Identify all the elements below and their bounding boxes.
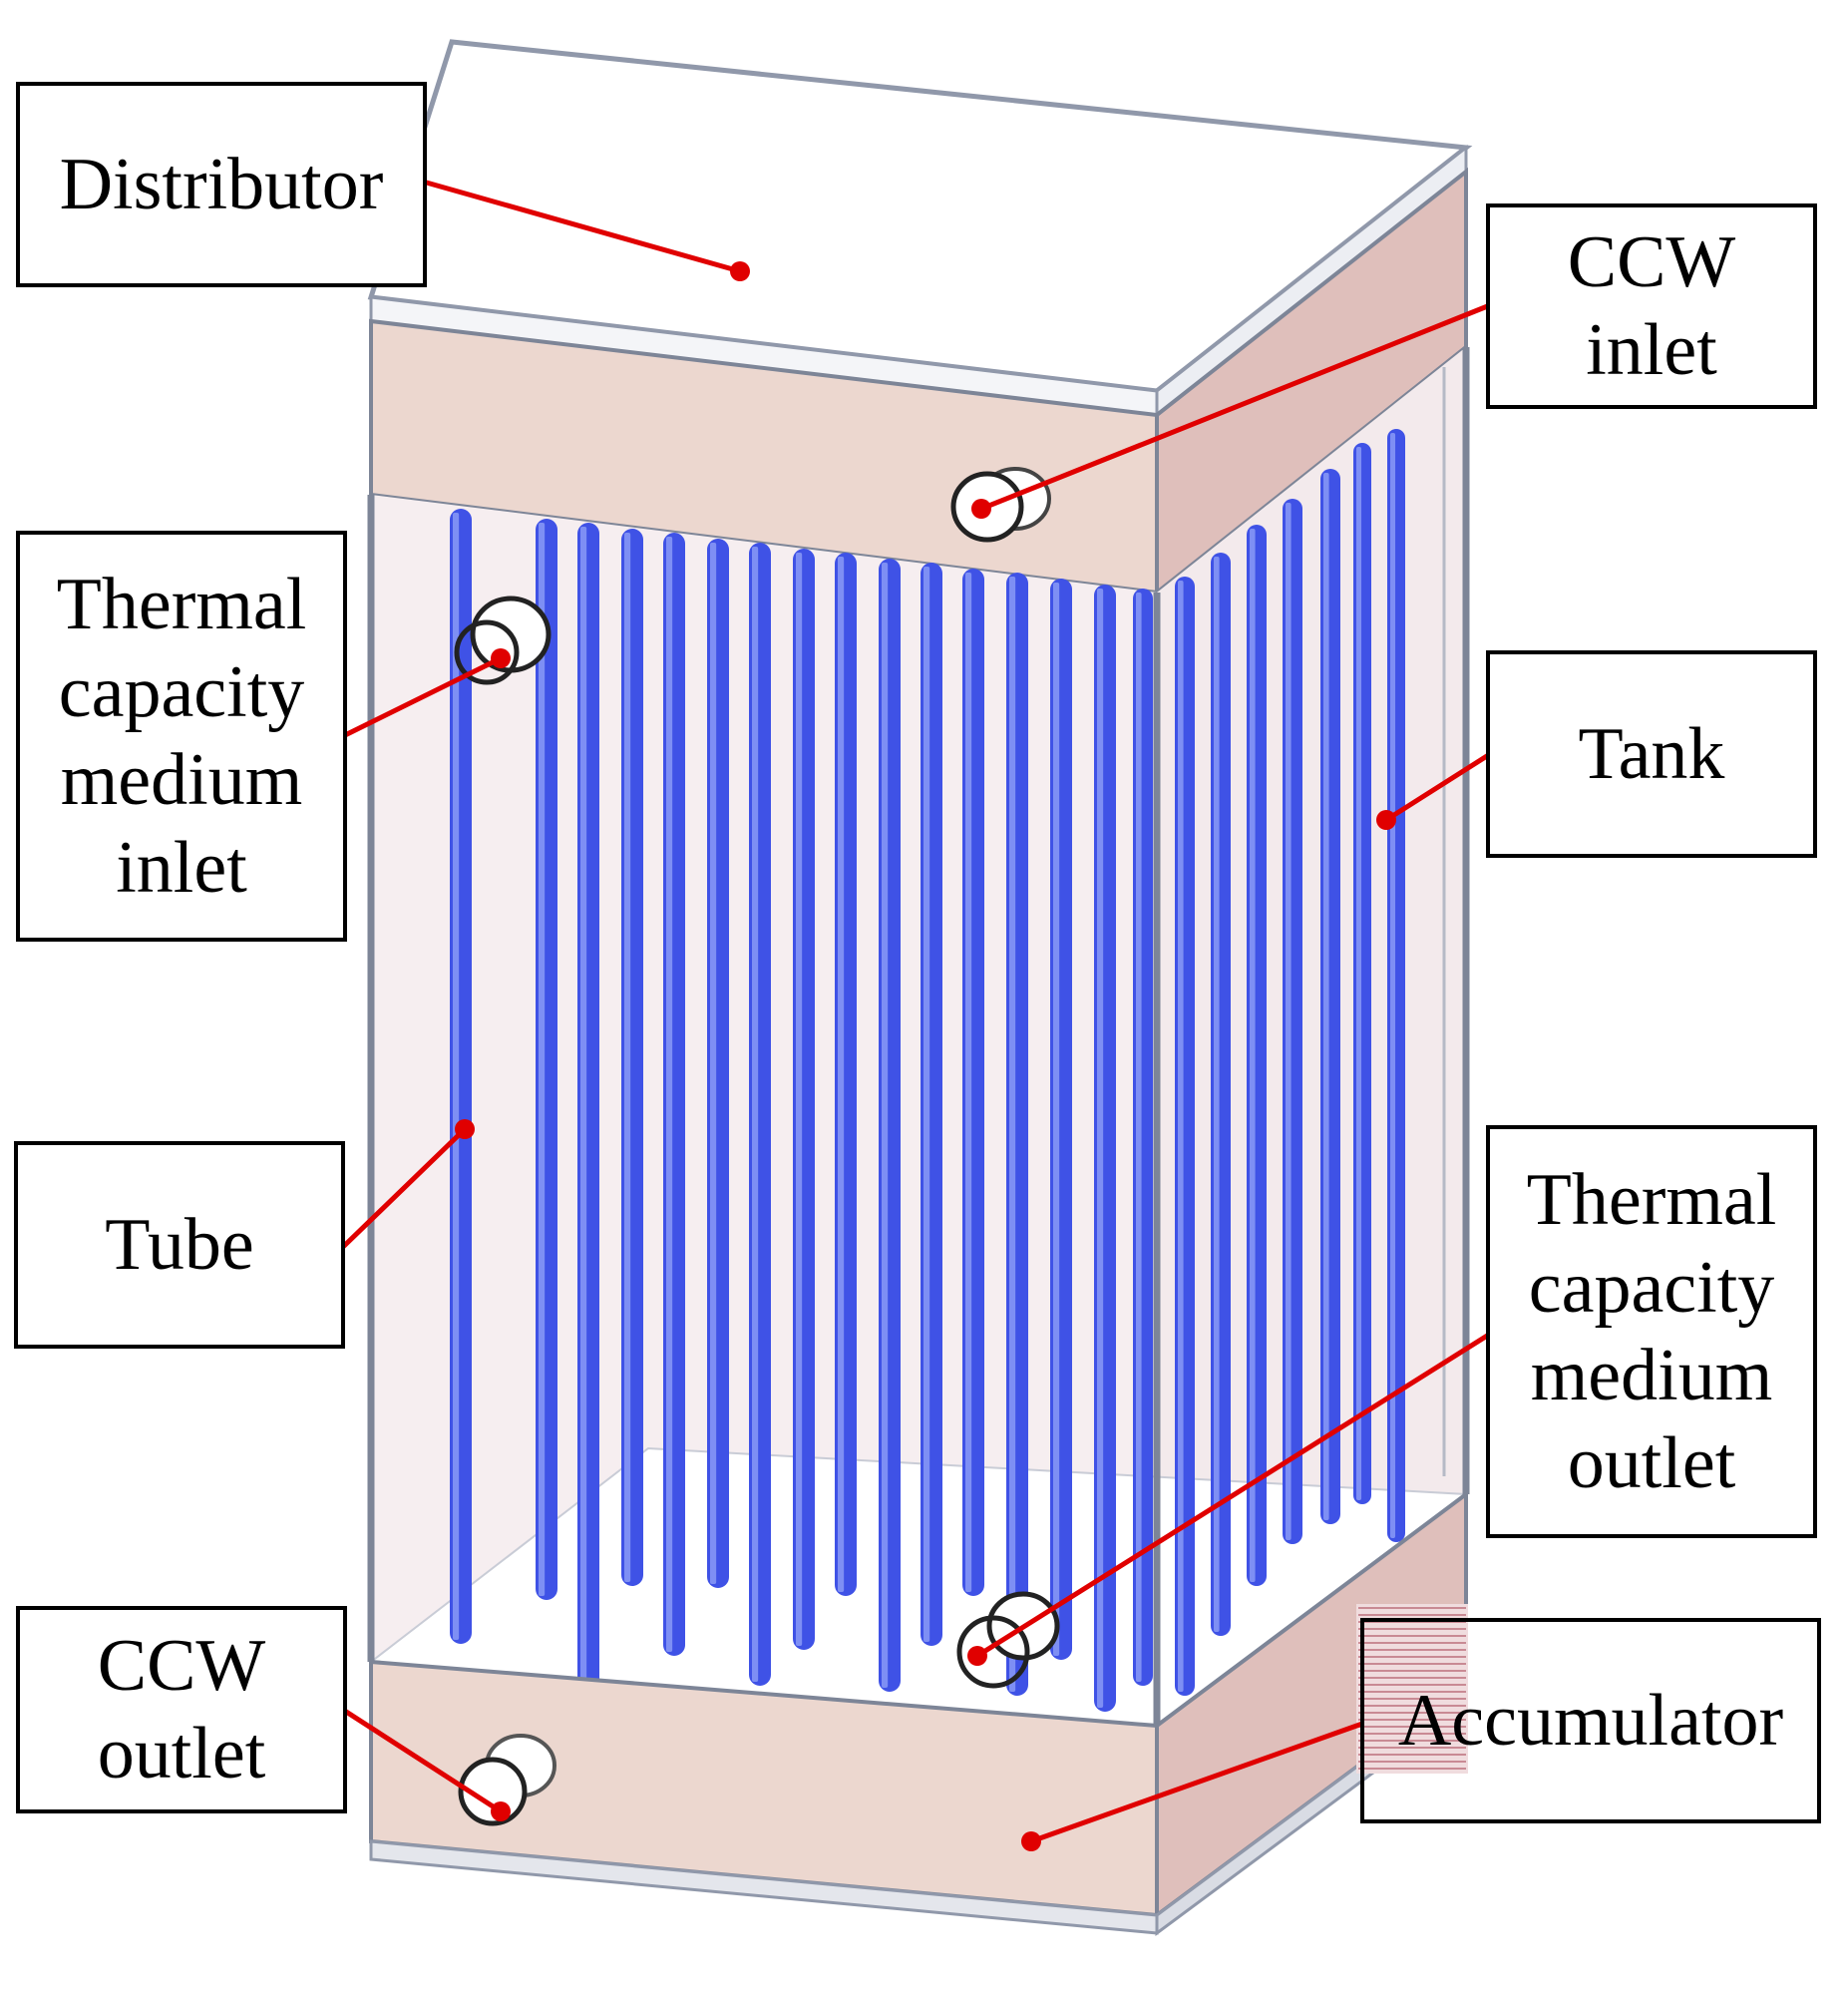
label-distributor-line-1: Distributor xyxy=(59,144,384,225)
label-accumulator-line-1: Accumulator xyxy=(1397,1680,1784,1762)
label-accumulator: Accumulator xyxy=(1360,1618,1821,1823)
tube-highlight xyxy=(1053,583,1060,1656)
tube-highlight xyxy=(796,553,803,1646)
label-ccw-outlet: CCW outlet xyxy=(16,1606,347,1813)
leader-line-ccw-outlet xyxy=(341,1707,503,1814)
tube-highlight xyxy=(1250,529,1256,1582)
label-tcm-inlet-line-2: capacity xyxy=(58,651,305,733)
label-tcm-inlet-line-3: medium xyxy=(60,739,303,821)
red-dot-marker-icon xyxy=(455,1119,475,1139)
red-dot-marker-icon xyxy=(491,648,511,668)
tube-bundle xyxy=(450,429,1405,1712)
label-ccw-outlet-line-2: outlet xyxy=(97,1713,266,1795)
label-tcm-outlet-line-1: Thermal xyxy=(1526,1159,1777,1241)
label-ccw-outlet-line-1: CCW xyxy=(97,1625,266,1707)
tube-highlight xyxy=(453,513,460,1640)
red-dot-marker-icon xyxy=(967,1646,987,1666)
label-tcm-inlet-line-1: Thermal xyxy=(56,564,307,645)
tube-highlight xyxy=(838,557,845,1592)
tube-highlight xyxy=(1009,577,1016,1692)
label-ccw-inlet-line-1: CCW xyxy=(1567,221,1736,303)
leader-line-ccw-inlet xyxy=(980,302,1491,512)
tube-highlight xyxy=(965,573,972,1592)
label-tube: Tube xyxy=(14,1141,345,1349)
label-distributor: Distributor xyxy=(16,82,427,287)
leader-line-tcm-outlet xyxy=(975,1330,1494,1659)
red-dot-marker-icon xyxy=(730,261,750,281)
tube-highlight xyxy=(1136,593,1142,1682)
tube xyxy=(1353,443,1371,1504)
red-dot-marker-icon xyxy=(971,499,991,519)
label-tank-line-1: Tank xyxy=(1578,713,1725,795)
tube-highlight xyxy=(1214,557,1220,1632)
leader-line-tank xyxy=(1384,751,1492,823)
tube-highlight xyxy=(924,567,930,1642)
label-tcm-inlet-line-4: inlet xyxy=(116,827,247,909)
hatch-lines xyxy=(1358,1607,1466,1770)
label-tank: Tank xyxy=(1486,650,1817,858)
red-dot-marker-icon xyxy=(1376,810,1396,830)
tube-highlight xyxy=(539,523,546,1596)
tube xyxy=(1387,429,1405,1542)
label-thermal-capacity-medium-inlet: Thermal capacity medium inlet xyxy=(16,531,347,942)
leader-lines xyxy=(341,179,1494,1851)
label-tcm-outlet-line-4: outlet xyxy=(1567,1422,1736,1504)
tube-highlight xyxy=(752,547,759,1682)
red-dot-marker-icon xyxy=(1021,1831,1041,1851)
label-thermal-capacity-medium-outlet: Thermal capacity medium outlet xyxy=(1486,1125,1817,1538)
label-tcm-outlet-line-2: capacity xyxy=(1528,1247,1775,1329)
label-tcm-outlet-line-3: medium xyxy=(1530,1335,1773,1416)
hatch-patch xyxy=(1356,1604,1468,1774)
leader-line-distributor xyxy=(422,179,741,274)
label-ccw-inlet: CCW inlet xyxy=(1486,203,1817,409)
tube-highlight xyxy=(1286,503,1292,1540)
leader-line-accumulator xyxy=(1030,1721,1363,1844)
tube-highlight xyxy=(1323,473,1329,1520)
label-tube-line-1: Tube xyxy=(105,1204,254,1286)
tcm-inlet-port xyxy=(454,596,552,685)
ccw-inlet-port xyxy=(950,467,1051,543)
tube-highlight xyxy=(1356,447,1362,1500)
tube-highlight xyxy=(710,543,717,1584)
tube-highlight xyxy=(882,563,889,1688)
tube-highlight xyxy=(1097,589,1104,1708)
tube-highlight xyxy=(1390,433,1396,1538)
leader-line-tube xyxy=(341,1127,467,1249)
red-dot-marker-icon xyxy=(491,1801,511,1821)
tube-highlight xyxy=(666,537,673,1652)
tube-highlight xyxy=(1178,581,1184,1692)
tube-highlight xyxy=(624,533,631,1582)
label-ccw-inlet-line-2: inlet xyxy=(1586,309,1717,391)
leader-line-tcm-inlet xyxy=(341,655,503,739)
tube-highlight xyxy=(580,527,587,1708)
